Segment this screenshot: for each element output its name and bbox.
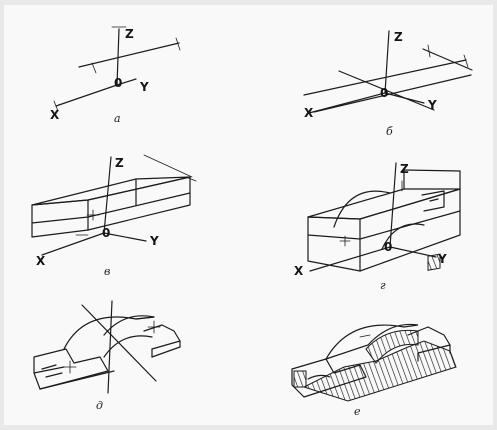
- caption-e: е: [354, 405, 361, 418]
- y-label: Y: [139, 80, 149, 94]
- z-label: Z: [394, 30, 403, 44]
- arch-outline: [333, 190, 391, 228]
- origin-label: 0: [102, 226, 110, 240]
- caption-g: г: [380, 279, 386, 292]
- x-axis: [309, 246, 391, 272]
- panel-v: Z X Y 0 в: [31, 154, 197, 278]
- z-axis: [389, 162, 397, 248]
- front-face: [307, 216, 361, 272]
- figure-sheet: Z X Y 0 а Z X Y 0 б: [4, 5, 493, 425]
- caption-v: в: [104, 265, 110, 278]
- z-axis: [116, 28, 120, 86]
- y-label: Y: [437, 252, 447, 266]
- x-axis: [41, 232, 105, 256]
- y-label: Y: [427, 98, 437, 112]
- caption-b: б: [386, 125, 393, 138]
- panel-a: Z X Y 0 а: [50, 26, 181, 125]
- origin-label: 0: [384, 240, 392, 254]
- z-label: Z: [115, 156, 124, 170]
- origin-label: 0: [114, 76, 122, 90]
- panel-e: е: [291, 253, 457, 418]
- x-axis: [55, 84, 118, 107]
- y-axis: [103, 232, 147, 242]
- x-label: X: [294, 264, 304, 278]
- isometric-construction-diagram: Z X Y 0 а Z X Y 0 б: [31, 26, 473, 418]
- z-label: Z: [400, 162, 409, 176]
- axis-extension: [78, 42, 180, 68]
- caption-d: д: [96, 399, 103, 412]
- x-label: X: [304, 106, 314, 120]
- z-label: Z: [125, 27, 134, 41]
- y-label: Y: [149, 234, 159, 248]
- x-label: X: [36, 254, 46, 268]
- panel-g: Z X Y 0 г: [294, 162, 461, 292]
- caption-a: а: [114, 112, 121, 125]
- z-axis: [384, 30, 390, 94]
- base-plate: [33, 348, 109, 390]
- y-axis: [116, 78, 137, 86]
- panel-b: Z X Y 0 б: [303, 30, 473, 138]
- y-axis: [389, 246, 437, 258]
- panel-d: д: [33, 300, 181, 412]
- z-axis: [103, 156, 112, 234]
- x-label: X: [50, 108, 60, 122]
- origin-label: 0: [380, 86, 388, 100]
- arch: [324, 323, 419, 361]
